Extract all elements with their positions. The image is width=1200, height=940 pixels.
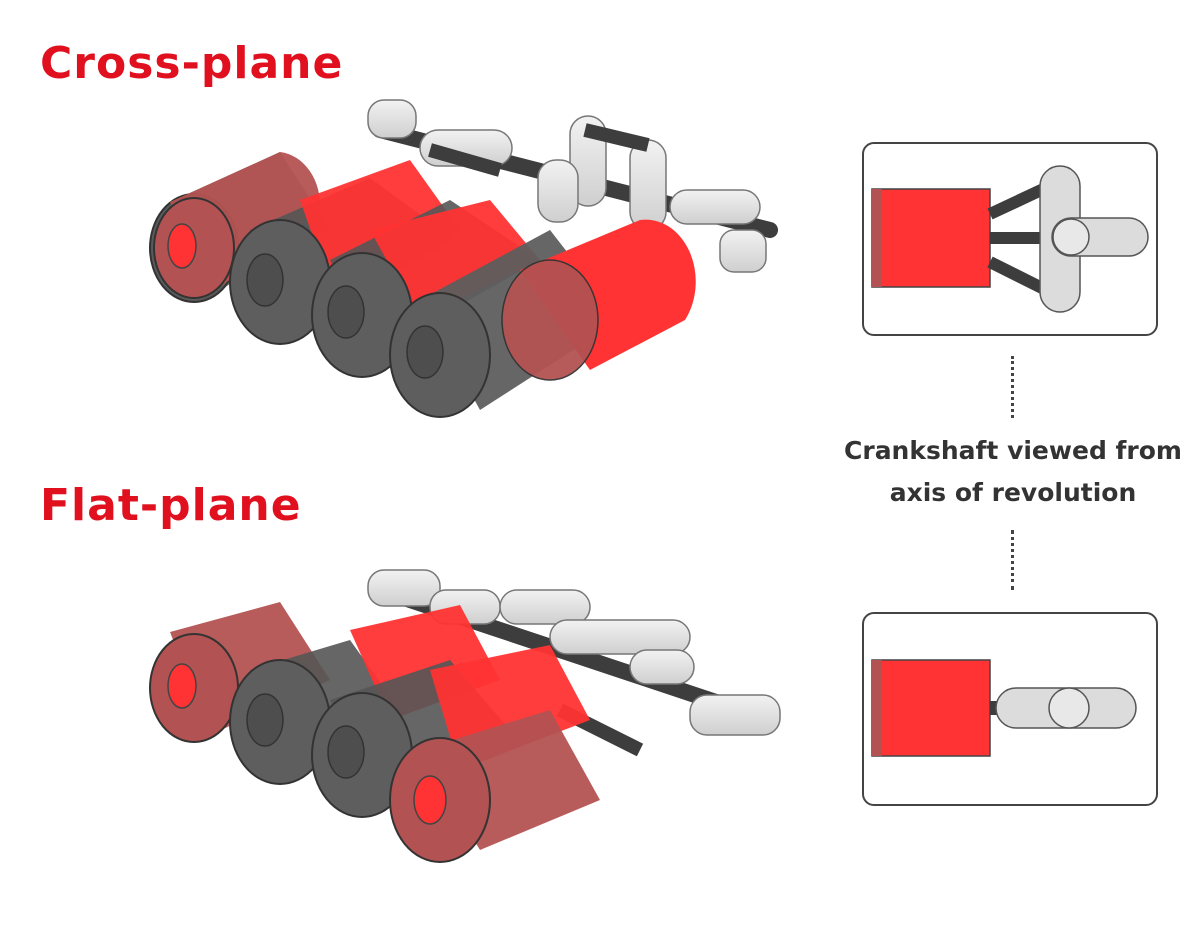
cylinder-4	[389, 219, 696, 418]
flat-plane-crankshaft-end-view	[862, 612, 1158, 806]
cross-plane-engine-illustration	[149, 99, 778, 418]
cylinder-4	[389, 710, 600, 863]
cylinder-1	[149, 602, 330, 743]
connector-dotted-line-top	[1011, 356, 1014, 418]
cylinder-3	[311, 200, 540, 378]
caption-line-1: Crankshaft viewed from	[844, 436, 1182, 465]
cross-plane-title: Cross-plane	[40, 38, 344, 89]
cylinder-2	[229, 160, 460, 345]
cross-plane-crankshaft-end-view	[862, 142, 1158, 336]
connector-dotted-line-bottom	[1011, 530, 1014, 590]
flat-plane-title: Flat-plane	[40, 480, 302, 531]
caption: Crankshaft viewed from axis of revolutio…	[830, 430, 1196, 514]
caption-line-2: axis of revolution	[889, 478, 1137, 507]
cylinder-1	[149, 152, 330, 303]
crankshaft	[367, 99, 778, 273]
flat-plane-engine-illustration	[149, 569, 781, 863]
